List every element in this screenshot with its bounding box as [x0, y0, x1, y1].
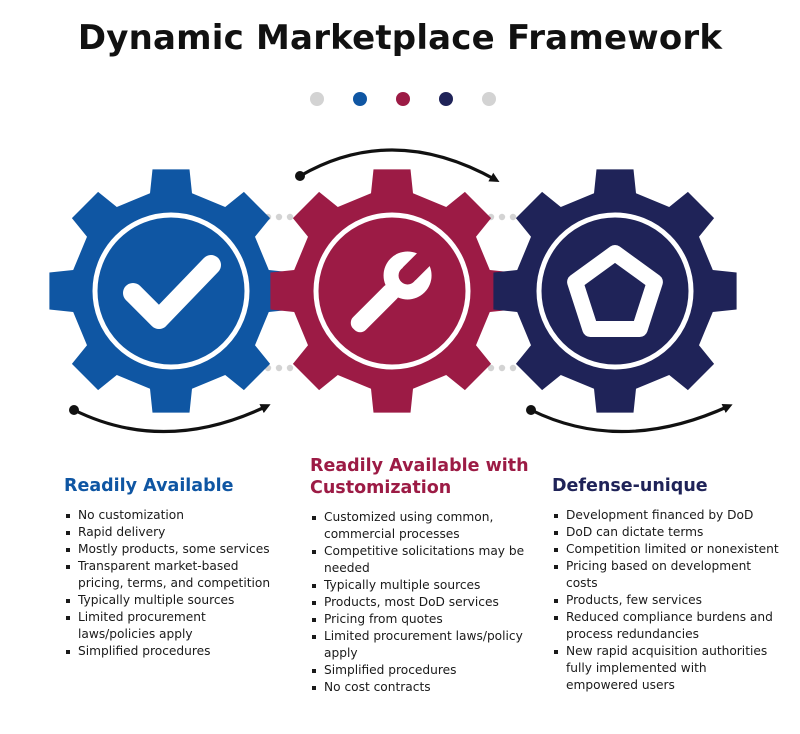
connector-dot [498, 364, 506, 372]
bullet-item: Pricing based on development costs [552, 558, 782, 592]
gear-body [493, 169, 737, 413]
connector-dot [487, 364, 495, 372]
arrow-start-dot [69, 405, 79, 415]
arrow-bottom-left [73, 404, 271, 434]
bullet-item: New rapid acquisition authorities fully … [552, 643, 782, 694]
column-heading: Defense-unique [552, 476, 708, 496]
arrow-start-dot [295, 171, 305, 181]
gear-ring [92, 212, 250, 370]
pentagon-outline [567, 245, 663, 337]
connector-dot [275, 364, 283, 372]
cycle-arrows [69, 148, 733, 434]
connector-dot [286, 213, 294, 221]
bullet-item: Simplified procedures [64, 643, 274, 660]
bullet-item: Customized using common, commercial proc… [310, 509, 530, 543]
progress-dot [439, 92, 453, 106]
gear-3 [493, 169, 737, 413]
bullet-item: No cost contracts [310, 679, 530, 696]
page-title: Dynamic Marketplace Framework [77, 18, 723, 58]
arrow-bottom-right [530, 403, 733, 434]
bullet-item: Competition limited or nonexistent [552, 541, 782, 558]
bullet-item: Products, few services [552, 592, 782, 609]
pentagon-icon [567, 245, 663, 337]
progress-dot [482, 92, 496, 106]
bullet-item: Typically multiple sources [310, 577, 530, 594]
column-readily-available-customization: Readily Available with Customization Cus… [310, 455, 530, 696]
framework-diagram [49, 92, 737, 434]
bullet-item: Reduced compliance burdens and process r… [552, 609, 782, 643]
arrow-top-center [299, 148, 500, 182]
connector-dot [509, 213, 517, 221]
bullet-item: Mostly products, some services [64, 541, 274, 558]
bullet-item: Limited procurement laws/policies apply [64, 609, 274, 643]
bullet-item: Development financed by DoD [552, 507, 782, 524]
bullet-item: Simplified procedures [310, 662, 530, 679]
connector-dot [275, 213, 283, 221]
progress-dot [353, 92, 367, 106]
bullet-item: Transparent market-based pricing, terms,… [64, 558, 274, 592]
column-heading: Readily Available with Customization [310, 456, 529, 498]
wrench-hole [398, 266, 417, 285]
wrench-handle [350, 283, 400, 333]
column-defense-unique: Defense-unique Development financed by D… [552, 455, 782, 694]
bullet-item: Pricing from quotes [310, 611, 530, 628]
gear-ring [313, 212, 471, 370]
gears [49, 169, 737, 413]
bullet-list: Customized using common, commercial proc… [310, 509, 530, 696]
bullet-item: Typically multiple sources [64, 592, 274, 609]
column-heading: Readily Available [64, 476, 234, 496]
bullet-item: Products, most DoD services [310, 594, 530, 611]
progress-dot [310, 92, 324, 106]
gear-ring [536, 212, 694, 370]
gear-2 [270, 169, 514, 413]
bullet-item: No customization [64, 507, 274, 524]
connector-dot [286, 364, 294, 372]
wrench-icon [350, 247, 436, 333]
checkmark-stroke [123, 255, 221, 329]
gear-1 [49, 169, 293, 413]
bullet-item: Rapid delivery [64, 524, 274, 541]
checkmark-icon [123, 255, 221, 329]
bullet-item: DoD can dictate terms [552, 524, 782, 541]
gear-body [49, 169, 293, 413]
connector-dot [498, 213, 506, 221]
bullet-item: Competitive solicitations may be needed [310, 543, 530, 577]
connector-dot [509, 364, 517, 372]
progress-dot [396, 92, 410, 106]
progress-dots [310, 92, 496, 106]
bullet-item: Limited procurement laws/policy apply [310, 628, 530, 662]
wrench-shape [350, 247, 436, 333]
arrow-start-dot [526, 405, 536, 415]
